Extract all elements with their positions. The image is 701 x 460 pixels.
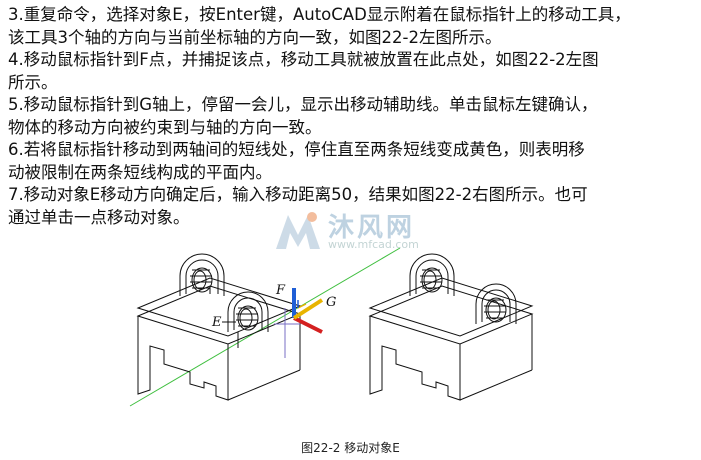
step-5-line-2: 物体的移动方向被约束到与轴的方向一致。 xyxy=(8,117,322,137)
watermark-title: 沐风网 xyxy=(328,213,416,243)
step-4-line-2: 所示。 xyxy=(8,72,58,92)
step-7-line-2: 通过单击一点移动对象。 xyxy=(8,207,190,227)
gizmo-plane-line-1 xyxy=(297,303,307,309)
step-5-line-1: 5.移动鼠标指针到G轴上，停留一会儿，显示出移动辅助线。单击鼠标左键确认， xyxy=(8,95,598,114)
step-6-line-2: 动被限制在两条短线构成的平面内。 xyxy=(8,162,272,182)
step-4-line-1: 4.移动鼠标指针到F点，并捕捉该点，移动工具就被放置在此点处，如图22-2左图 xyxy=(8,50,599,69)
left-object-wireframe xyxy=(136,253,302,401)
label-e: E xyxy=(211,315,222,330)
cursor-crosshair-icon xyxy=(274,308,300,358)
gizmo-y-axis xyxy=(292,298,324,320)
gizmo-x-axis xyxy=(293,316,323,334)
watermark: 沐风网 www.mfcad.com xyxy=(272,205,442,257)
move-gizmo-icon xyxy=(292,288,324,334)
instruction-text: 3.重复命令，选择对象E，按Enter键，AutoCAD显示附着在鼠标指针上的移… xyxy=(8,4,698,229)
label-g: G xyxy=(326,295,336,310)
right-object-wireframe xyxy=(368,253,534,401)
step-7-line-1: 7.移动对象E移动方向确定后，输入移动距离50，结果如图22-2右图所示。也可 xyxy=(8,185,588,204)
label-f: F xyxy=(275,283,286,298)
move-guide-line xyxy=(129,247,401,407)
watermark-logo-icon xyxy=(276,212,320,249)
step-3-line-1: 3.重复命令，选择对象E，按Enter键，AutoCAD显示附着在鼠标指针上的移… xyxy=(8,5,631,24)
figure-22-2: F G E xyxy=(129,247,534,407)
figure-caption: 图22-2 移动对象E xyxy=(301,441,400,455)
watermark-url: www.mfcad.com xyxy=(328,238,419,251)
step-3-line-2: 该工具3个轴的方向与当前坐标轴的方向一致，如图22-2左图所示。 xyxy=(8,27,502,47)
step-6-line-1: 6.若将鼠标指针移动到两轴间的短线处，停住直至两条短线变成黄色，则表明移 xyxy=(8,140,585,159)
